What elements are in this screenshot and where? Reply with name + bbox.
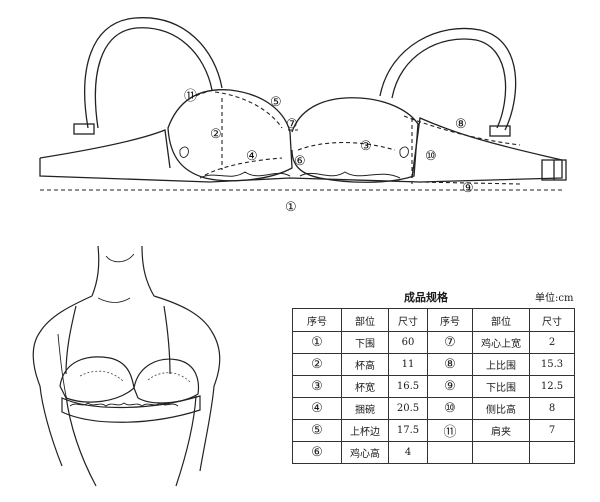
marker-10: ⑩ <box>425 149 437 164</box>
marker-8: ⑧ <box>455 117 467 132</box>
row-size: 2 <box>529 331 575 354</box>
table-row: ⑥ 鸡心高 4 <box>292 441 575 464</box>
header-part-2: 部位 <box>472 308 530 332</box>
header-num-1: 序号 <box>292 308 342 332</box>
bra-measurement-diagram: ① ② ③ ④ ⑤ ⑥ ⑦ ⑧ ⑨ ⑩ ⑪ <box>39 17 567 215</box>
row-size: 17.5 <box>388 419 428 442</box>
row-size: 4 <box>388 441 428 464</box>
row-part: 下围 <box>341 331 389 354</box>
row-size: 16.5 <box>388 375 428 398</box>
row-num: ⑤ <box>292 419 342 442</box>
marker-2: ② <box>210 127 222 142</box>
spec-table: 序号 部位 尺寸 序号 部位 尺寸 ① 下围 60 ⑦ 鸡心上宽 2 ② 杯高 … <box>292 308 575 464</box>
row-part: 捆碗 <box>341 397 389 420</box>
header-num-2: 序号 <box>427 308 473 332</box>
row-size <box>529 441 575 464</box>
marker-3: ③ <box>360 139 372 154</box>
row-num: ⑨ <box>427 375 473 398</box>
marker-7: ⑦ <box>286 117 298 132</box>
marker-5: ⑤ <box>270 95 282 110</box>
row-num: ⑥ <box>292 441 342 464</box>
marker-6: ⑥ <box>294 154 306 169</box>
marker-4: ④ <box>246 149 258 164</box>
row-size: 7 <box>529 419 575 442</box>
table-row: ④ 捆碗 20.5 ⑩ 侧比高 8 <box>292 397 575 420</box>
row-size: 8 <box>529 397 575 420</box>
row-num: ⑧ <box>427 353 473 376</box>
row-part: 侧比高 <box>472 397 530 420</box>
row-num: ⑪ <box>427 419 473 442</box>
table-row: ① 下围 60 ⑦ 鸡心上宽 2 <box>292 331 575 354</box>
row-part: 肩夹 <box>472 419 530 442</box>
row-part: 鸡心上宽 <box>472 331 530 354</box>
row-part <box>472 441 530 464</box>
row-part: 杯宽 <box>341 375 389 398</box>
header-size-2: 尺寸 <box>529 308 575 332</box>
row-part: 鸡心高 <box>341 441 389 464</box>
spec-table-title: 成品规格 <box>404 291 448 304</box>
row-size: 20.5 <box>388 397 428 420</box>
figure-illustration <box>32 245 221 487</box>
row-part: 下比围 <box>472 375 530 398</box>
spec-header-row: 序号 部位 尺寸 序号 部位 尺寸 <box>292 308 575 332</box>
row-num: ② <box>292 353 342 376</box>
table-row: ⑤ 上杯边 17.5 ⑪ 肩夹 7 <box>292 419 575 442</box>
row-num: ③ <box>292 375 342 398</box>
spec-table-unit: 单位:cm <box>535 293 574 304</box>
row-size: 60 <box>388 331 428 354</box>
row-part: 杯高 <box>341 353 389 376</box>
table-row: ③ 杯宽 16.5 ⑨ 下比围 12.5 <box>292 375 575 398</box>
header-part-1: 部位 <box>341 308 389 332</box>
row-num: ⑦ <box>427 331 473 354</box>
row-num: ⑩ <box>427 397 473 420</box>
marker-11: ⑪ <box>184 89 197 104</box>
marker-9: ⑨ <box>462 181 474 196</box>
row-num: ① <box>292 331 342 354</box>
row-part: 上杯边 <box>341 419 389 442</box>
row-size: 12.5 <box>529 375 575 398</box>
row-size: 15.3 <box>529 353 575 376</box>
header-size-1: 尺寸 <box>388 308 428 332</box>
row-num: ④ <box>292 397 342 420</box>
row-part: 上比围 <box>472 353 530 376</box>
row-num <box>427 441 473 464</box>
table-row: ② 杯高 11 ⑧ 上比围 15.3 <box>292 353 575 376</box>
row-size: 11 <box>388 353 428 376</box>
marker-1: ① <box>285 200 297 215</box>
